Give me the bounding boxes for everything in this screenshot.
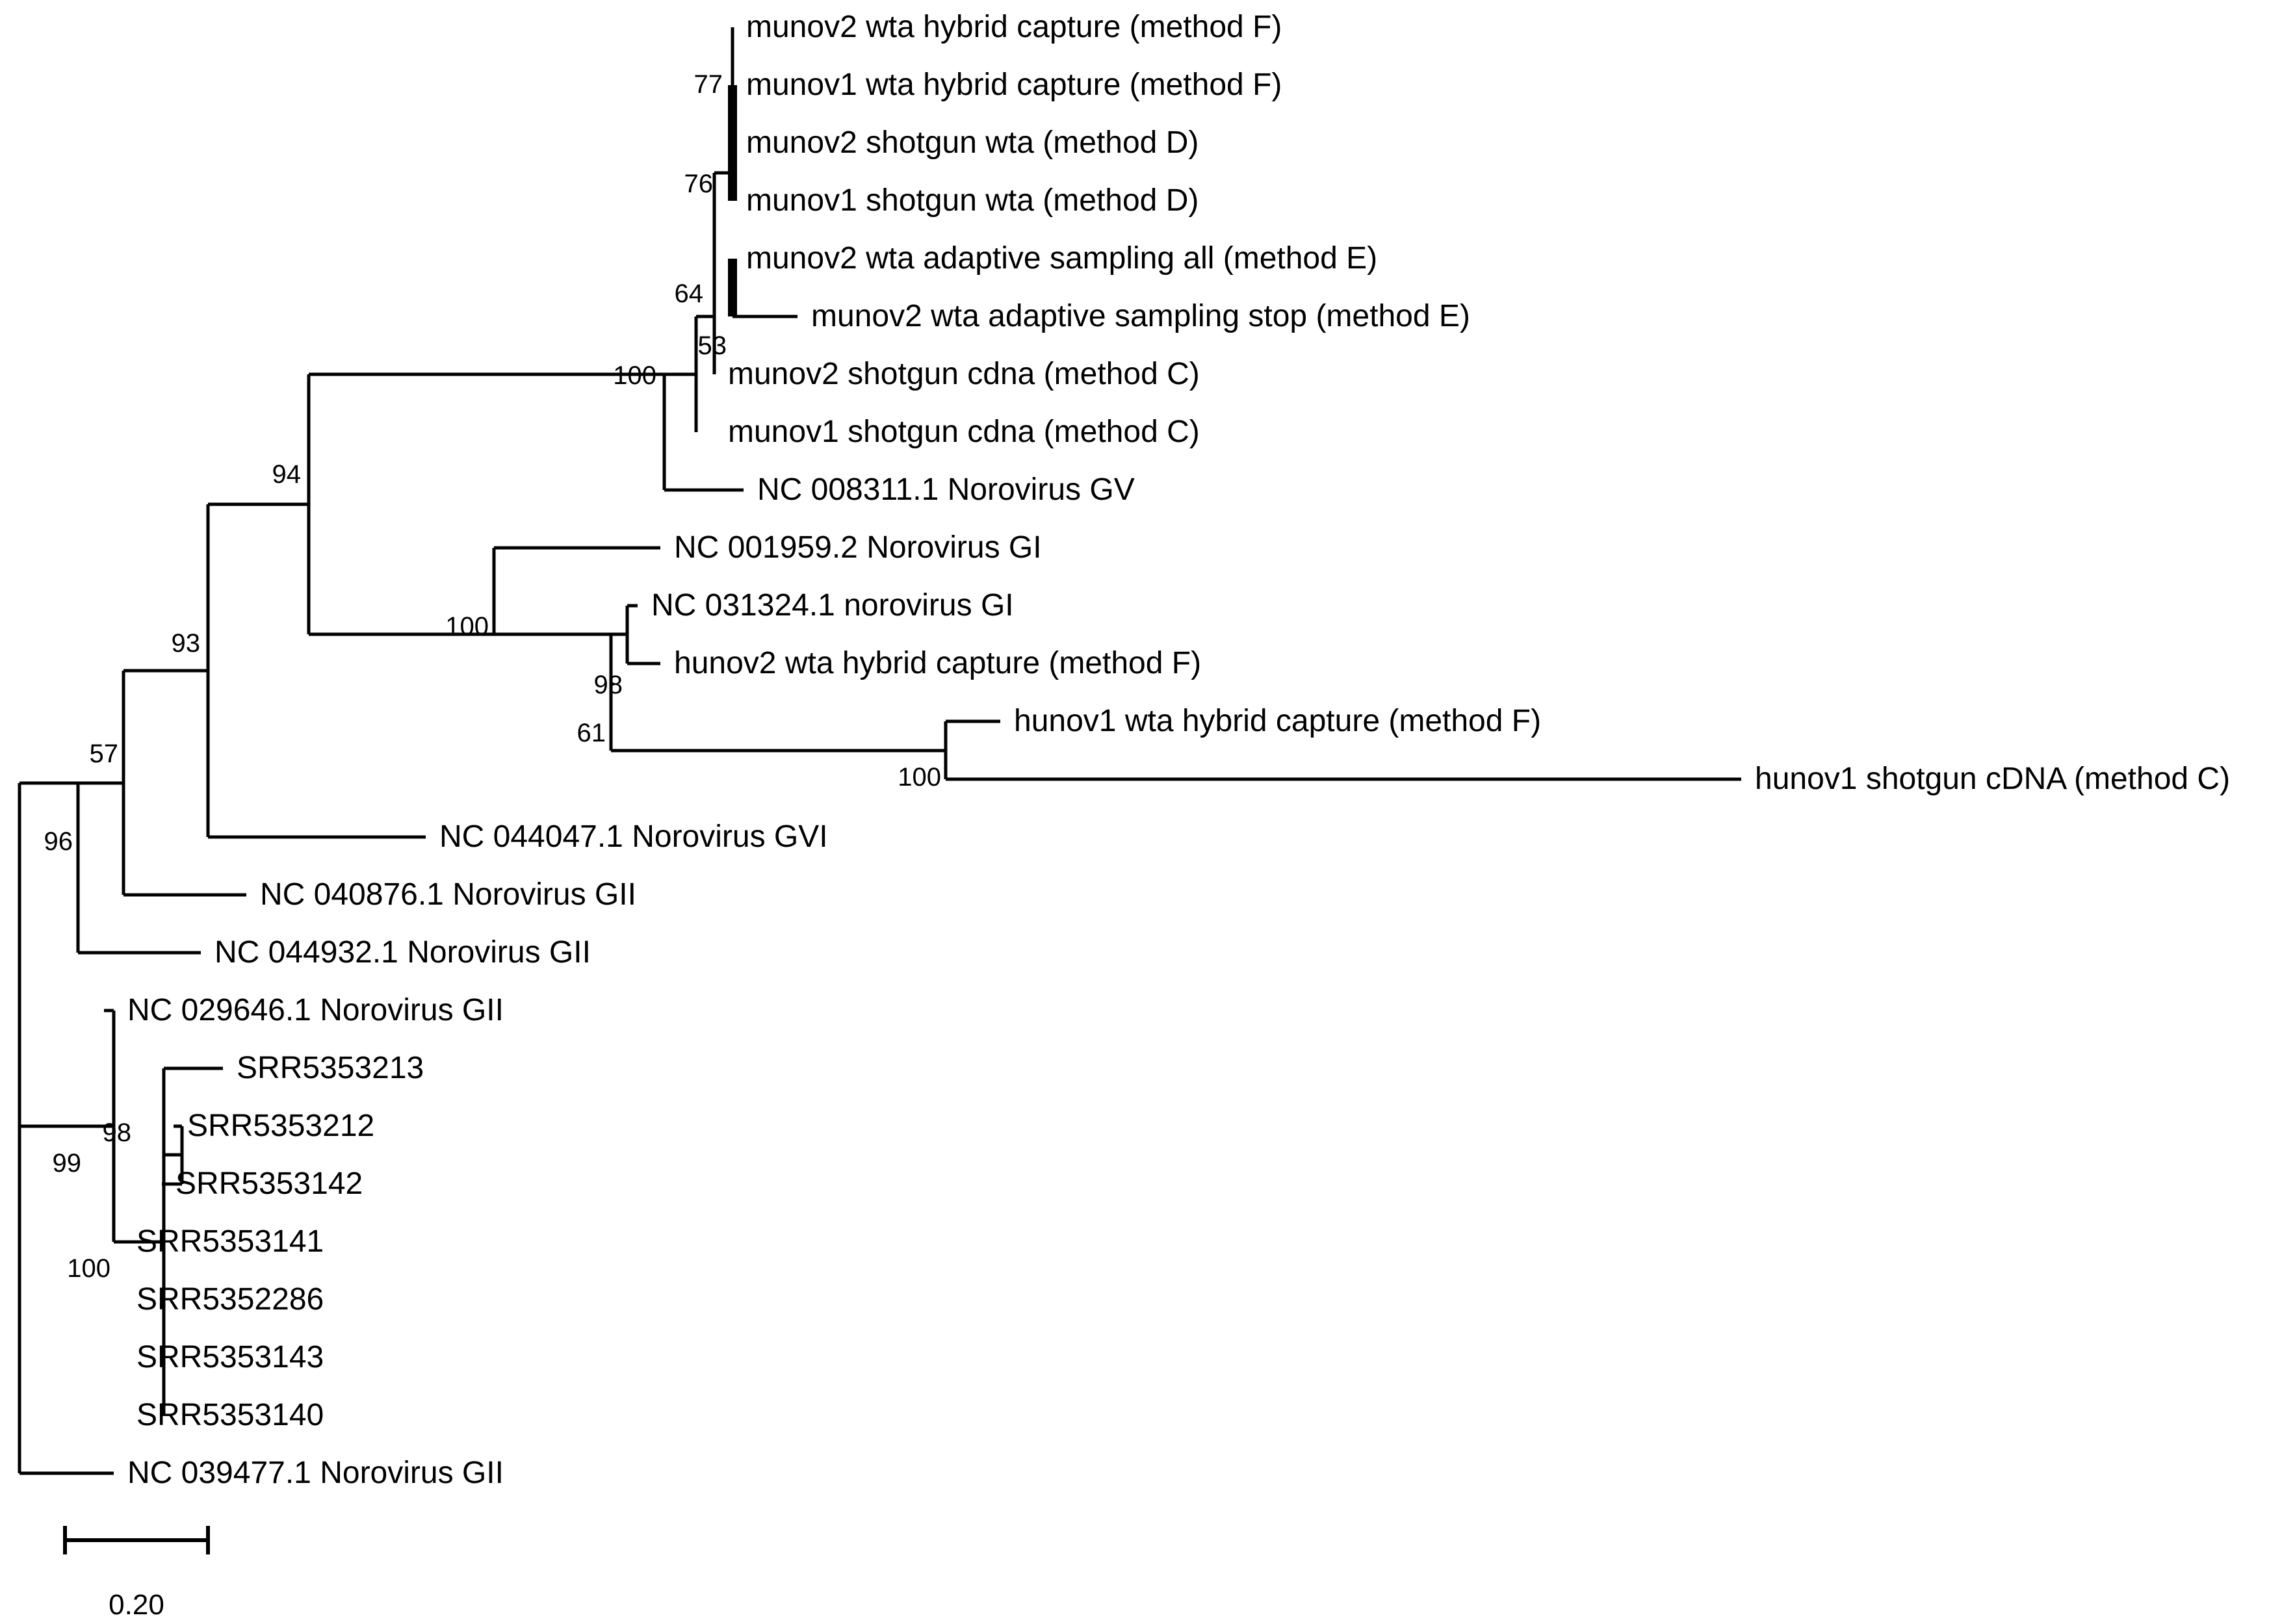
leaf-label-srr5352286: SRR5352286 bbox=[136, 1282, 324, 1317]
leaf-label-hunov1-shotgun-cdna: hunov1 shotgun cDNA (method C) bbox=[1755, 762, 2231, 796]
support-value-96: 96 bbox=[44, 827, 73, 856]
leaf-label-munov1-shotgun-wta: munov1 shotgun wta (method D) bbox=[746, 183, 1199, 218]
leaf-label-nc-039477-norovirus-gii: NC 039477.1 Norovirus GII bbox=[127, 1456, 504, 1490]
leaf-label-srr5353212: SRR5353212 bbox=[187, 1109, 375, 1143]
leaf-label-nc-044932-norovirus-gii: NC 044932.1 Norovirus GII bbox=[214, 935, 591, 970]
support-value-98-srr: 98 bbox=[102, 1118, 132, 1147]
leaf-label-nc-040876-norovirus-gii: NC 040876.1 Norovirus GII bbox=[260, 877, 636, 912]
support-value-100-gi-clade: 100 bbox=[445, 612, 489, 641]
leaf-label-munov2-shotgun-wta: munov2 shotgun wta (method D) bbox=[746, 125, 1199, 160]
leaf-label-hunov2-wta-hybrid-capture: hunov2 wta hybrid capture (method F) bbox=[674, 646, 1202, 680]
leaf-label-nc-008311-norovirus-gv: NC 008311.1 Norovirus GV bbox=[757, 472, 1135, 507]
support-value-76: 76 bbox=[684, 170, 714, 198]
support-value-53: 53 bbox=[697, 331, 727, 360]
support-value-93: 93 bbox=[171, 629, 201, 658]
leaf-label-munov2-wta-adaptive-sampling-all: munov2 wta adaptive sampling all (method… bbox=[746, 241, 1378, 276]
leaf-label-srr5353213: SRR5353213 bbox=[237, 1051, 424, 1085]
leaf-label-srr5353143: SRR5353143 bbox=[136, 1340, 324, 1374]
scale-bar-label: 0.20 bbox=[109, 1589, 164, 1621]
leaf-label-nc-044047-norovirus-gvi: NC 044047.1 Norovirus GVI bbox=[439, 819, 828, 854]
support-value-98-hunov: 98 bbox=[593, 671, 623, 699]
support-value-64: 64 bbox=[674, 279, 704, 308]
leaf-label-munov2-shotgun-cdna: munov2 shotgun cdna (method C) bbox=[728, 357, 1200, 391]
support-value-100-hunov1-pair: 100 bbox=[898, 763, 941, 792]
support-value-94: 94 bbox=[272, 460, 302, 489]
support-value-100-munov-clade: 100 bbox=[613, 361, 656, 390]
leaf-label-srr5353141: SRR5353141 bbox=[136, 1224, 324, 1259]
leaf-label-srr5353140: SRR5353140 bbox=[136, 1398, 324, 1432]
leaf-label-nc-001959-norovirus-gi: NC 001959.2 Norovirus GI bbox=[674, 530, 1042, 565]
leaf-label-munov1-shotgun-cdna: munov1 shotgun cdna (method C) bbox=[728, 415, 1200, 449]
support-value-61: 61 bbox=[577, 719, 606, 747]
support-value-100-srr-clade: 100 bbox=[67, 1254, 110, 1283]
support-value-57: 57 bbox=[89, 740, 119, 768]
support-value-99: 99 bbox=[52, 1149, 82, 1178]
support-value-77: 77 bbox=[694, 70, 723, 99]
leaf-label-srr5353142: SRR5353142 bbox=[175, 1166, 363, 1201]
leaf-label-hunov1-wta-hybrid-capture: hunov1 wta hybrid capture (method F) bbox=[1014, 704, 1542, 738]
leaf-label-nc-029646-norovirus-gii: NC 029646.1 Norovirus GII bbox=[127, 993, 504, 1027]
leaf-label-munov1-wta-hybrid-capture: munov1 wta hybrid capture (method F) bbox=[746, 68, 1282, 102]
leaf-label-munov2-wta-adaptive-sampling-stop: munov2 wta adaptive sampling stop (metho… bbox=[811, 299, 1470, 333]
leaf-label-munov2-wta-hybrid-capture: munov2 wta hybrid capture (method F) bbox=[746, 10, 1282, 44]
leaf-label-nc-031324-norovirus-gi: NC 031324.1 norovirus GI bbox=[651, 588, 1014, 623]
